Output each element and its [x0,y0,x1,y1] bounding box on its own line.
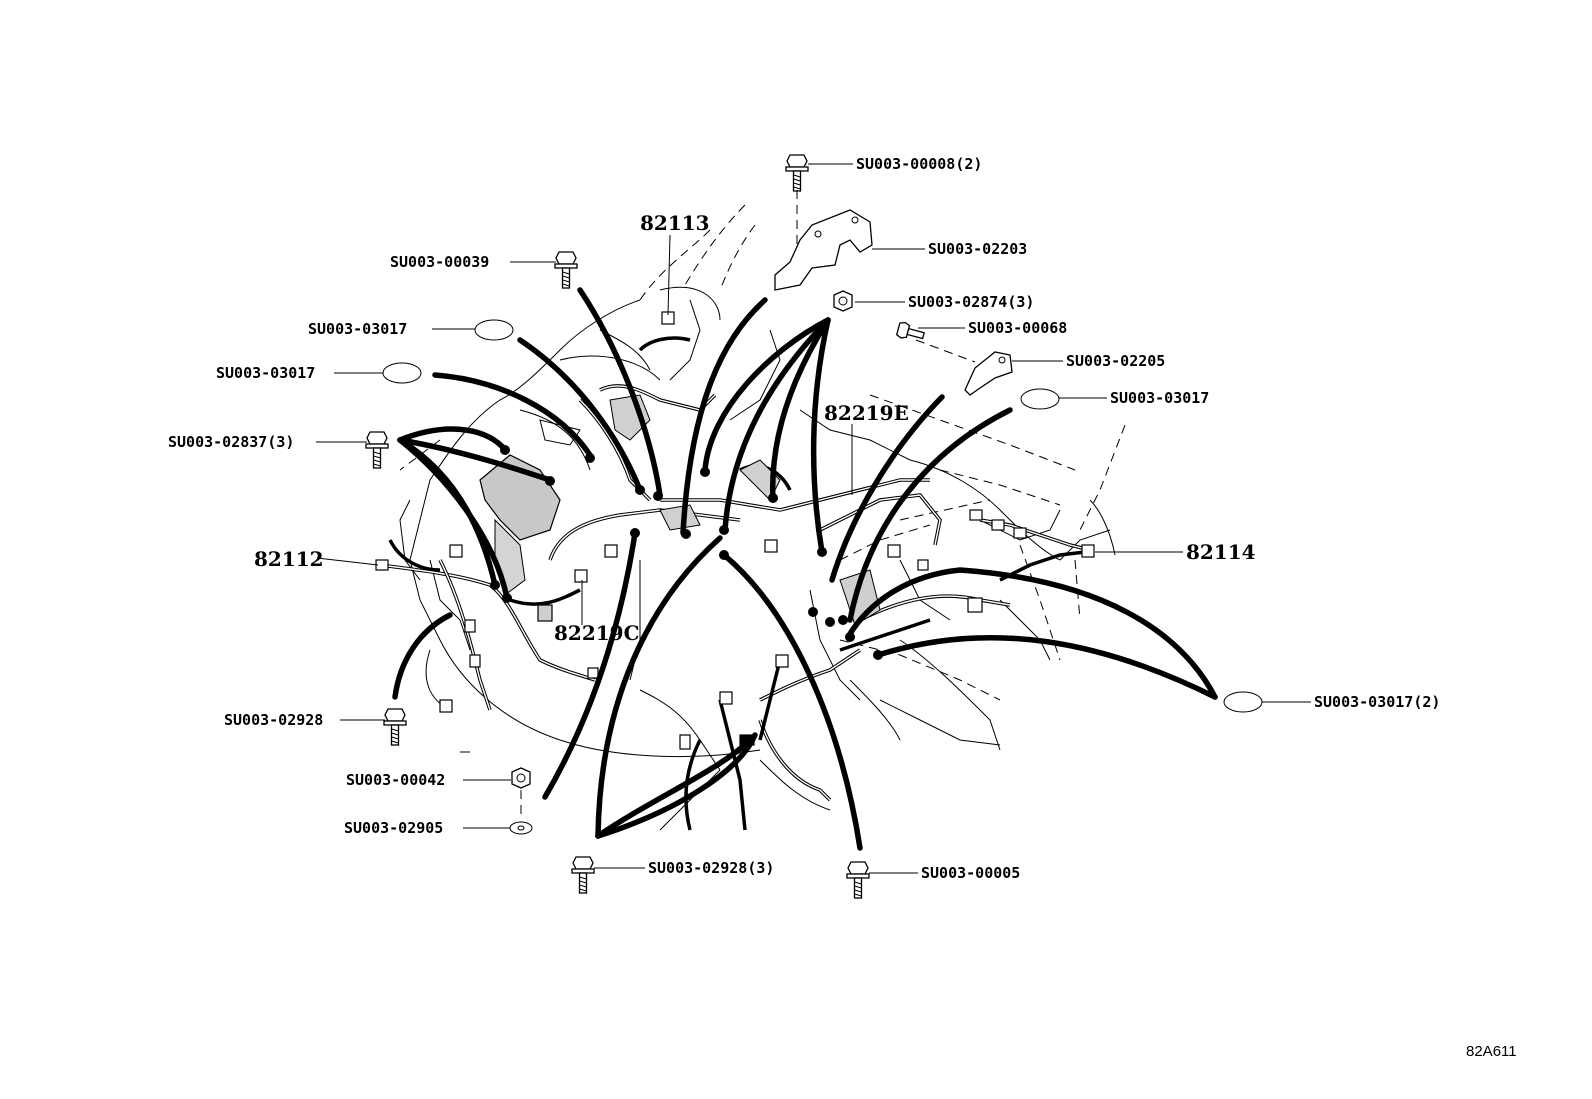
leader-lines [316,163,1311,874]
callout-su003-03017-b: SU003-03017 [216,364,315,382]
callout-su003-00068: SU003-00068 [968,319,1067,337]
bolt-icon [785,154,809,192]
callout-su003-03017-d: SU003-03017(2) [1314,693,1440,711]
connection-dots [490,445,883,745]
callout-su003-02203: SU003-02203 [928,240,1027,258]
bolt-icon [554,251,578,289]
part-82112: 82112 [254,547,324,571]
grommet-icon [474,319,514,341]
callout-su003-02205: SU003-02205 [1066,352,1165,370]
bolt-icon [383,708,407,746]
indicator-curves [392,287,1218,851]
callout-su003-00005: SU003-00005 [921,864,1020,882]
part-82113: 82113 [640,211,710,235]
bolt-icon [365,431,389,469]
part-82114: 82114 [1186,540,1256,564]
callout-su003-02905: SU003-02905 [344,819,443,837]
bolt-icon [895,321,925,340]
callout-su003-03017-a: SU003-03017 [308,320,407,338]
grommet-icon [1223,691,1263,713]
vehicle-body-outline [399,204,1126,831]
grommet-icon [382,362,422,384]
part-82219c: 82219C [554,621,640,645]
callout-su003-00042: SU003-00042 [346,771,445,789]
callout-su003-00008: SU003-00008(2) [856,155,982,173]
dash-leader [915,339,976,363]
bolt-icon [571,856,595,894]
bracket-icon [774,209,873,291]
nut-icon [511,767,531,789]
callout-su003-02837: SU003-02837(3) [168,433,294,451]
wire-harness-icon [379,336,1091,831]
callout-su003-02874: SU003-02874(3) [908,293,1034,311]
grommet-icon [1020,388,1060,410]
callout-su003-02928-b: SU003-02928(3) [648,859,774,877]
part-82219e: 82219E [824,401,909,425]
callout-su003-02928-a: SU003-02928 [224,711,323,729]
clamp-icon [964,351,1013,396]
callout-su003-03017-c: SU003-03017 [1110,389,1209,407]
bolt-icon [846,861,870,899]
washer-icon [509,821,533,835]
illustration-code: 82A611 [1466,1043,1517,1060]
nut-icon [833,290,853,312]
relay-block [479,394,881,626]
callout-su003-00039: SU003-00039 [390,253,489,271]
